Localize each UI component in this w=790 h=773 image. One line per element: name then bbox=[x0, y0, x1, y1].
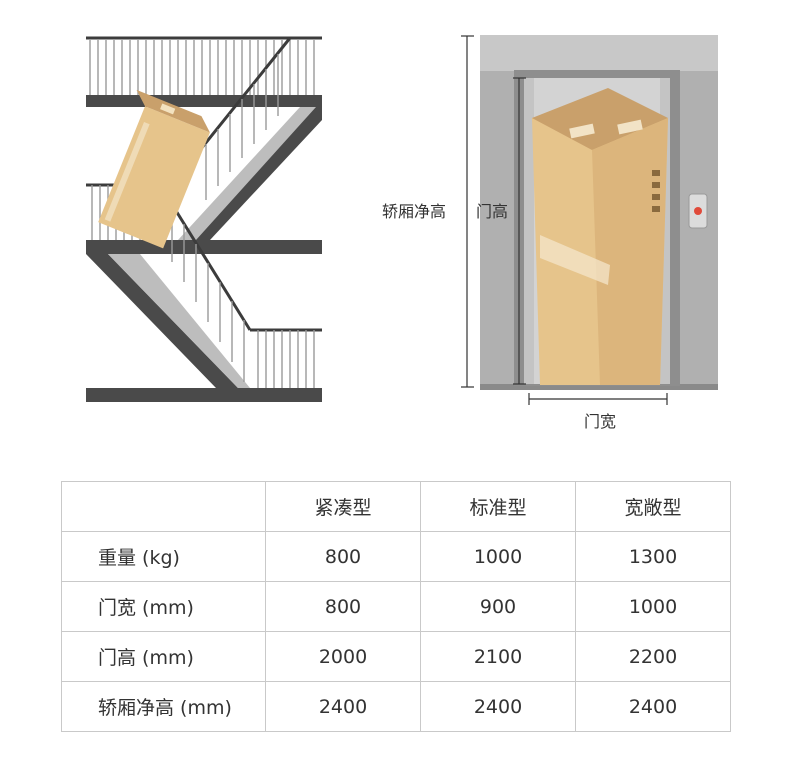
row-label-door-height: 门高 (mm) bbox=[61, 631, 266, 682]
table-row: 门高 (mm) 2000 2100 2200 bbox=[61, 631, 731, 682]
table-cell: 2400 bbox=[575, 681, 731, 732]
table-header-row: 紧凑型 标准型 宽敞型 bbox=[61, 481, 731, 532]
column-header-spacious: 宽敞型 bbox=[575, 481, 731, 532]
table-cell: 1000 bbox=[420, 531, 576, 582]
illustration bbox=[86, 35, 718, 405]
table-cell: 2400 bbox=[265, 681, 421, 732]
table-cell: 2100 bbox=[420, 631, 576, 682]
call-button bbox=[694, 207, 702, 215]
middle-landing bbox=[86, 240, 322, 254]
table-cell: 900 bbox=[420, 581, 576, 632]
lower-flight-steps bbox=[108, 254, 250, 388]
upper-landing bbox=[86, 95, 322, 107]
package-box-elevator bbox=[532, 88, 668, 385]
row-label-door-width: 门宽 (mm) bbox=[61, 581, 266, 632]
table-cell: 2200 bbox=[575, 631, 731, 682]
door-height-dimension bbox=[513, 77, 526, 385]
table-row: 重量 (kg) 800 1000 1300 bbox=[61, 531, 731, 582]
package-box-stairs bbox=[98, 89, 210, 249]
door-height-label: 门高 bbox=[476, 202, 509, 221]
cabin-height-dimension bbox=[461, 35, 474, 388]
column-header-compact: 紧凑型 bbox=[265, 481, 421, 532]
table-cell: 1300 bbox=[575, 531, 731, 582]
table-cell: 2400 bbox=[420, 681, 576, 732]
staircase-illustration bbox=[86, 36, 322, 402]
table-corner-cell bbox=[61, 481, 266, 532]
cabin-height-label: 轿厢净高 bbox=[382, 202, 447, 221]
table-cell: 800 bbox=[265, 531, 421, 582]
spec-table: 紧凑型 标准型 宽敞型 重量 (kg) 800 1000 1300 门宽 (mm… bbox=[61, 481, 731, 732]
table-row: 轿厢净高 (mm) 2400 2400 2400 bbox=[61, 681, 731, 732]
table-cell: 1000 bbox=[575, 581, 731, 632]
table-cell: 2000 bbox=[265, 631, 421, 682]
elevator-illustration bbox=[461, 35, 718, 405]
ground-floor bbox=[86, 388, 322, 402]
door-width-label: 门宽 bbox=[584, 412, 617, 431]
row-label-weight: 重量 (kg) bbox=[61, 531, 266, 582]
row-label-cabin-height: 轿厢净高 (mm) bbox=[61, 681, 266, 732]
column-header-standard: 标准型 bbox=[420, 481, 576, 532]
door-width-dimension bbox=[528, 393, 668, 405]
table-row: 门宽 (mm) 800 900 1000 bbox=[61, 581, 731, 632]
table-cell: 800 bbox=[265, 581, 421, 632]
lower-flight-stringer bbox=[86, 254, 238, 388]
